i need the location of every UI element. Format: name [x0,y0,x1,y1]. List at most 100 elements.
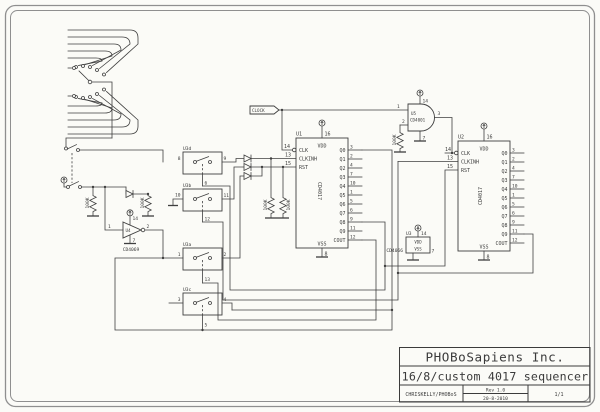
resistor-r3: 100K [263,158,277,219]
power-symbol [60,176,68,184]
pin-number: 10 [350,181,356,187]
pin-number: 7 [423,136,426,142]
pin-label: RST [461,168,470,174]
pin-number: 15 [285,161,291,167]
net-label-clock: CLOCK [252,108,265,113]
pin-number: 14 [133,216,139,222]
switch-u3d: U3d 8 9 6 [178,146,227,187]
resistor-r5: 100K [392,124,406,153]
pin-number: 3 [438,111,441,117]
switch-ref: U3d [183,146,192,152]
company-name: PHOBoSapiens Inc. [425,350,564,365]
pin-number: 10 [512,184,518,190]
ic-ref: U4 [126,228,132,233]
pin-label: VDD [317,144,326,150]
pin-label: COUT [495,241,507,247]
pin-label: CLKINH [461,160,479,166]
pin-label: Q5 [501,196,507,202]
pin-number: 8 [325,252,328,258]
pin-number: 11 [512,229,518,235]
clk-bubble [292,147,297,153]
pin-number: 13 [205,277,211,283]
pin-number: 12 [350,235,356,241]
pin-number: 16 [487,135,493,141]
pin-label: VSS [479,245,488,251]
pin-number: 5 [350,199,353,205]
pin-number: 2 [350,154,353,160]
pin-number: 14 [421,231,427,237]
pin-number: 9 [224,156,227,162]
pin-number: 3 [178,297,181,303]
pin-number: 4 [350,163,353,169]
u2-ic: U2 16 VDD 14 CLK 13 CLKINH 15 RST CD4017… [444,122,525,261]
pin-label: VDD [414,240,422,245]
pin-number: 1 [350,190,353,196]
power-symbol [318,119,326,127]
pin-label: Q2 [339,166,345,172]
date: 20-8-2010 [483,396,508,402]
power-symbol [480,122,488,130]
pin-label: Q9 [501,232,507,238]
pin-label: Q8 [501,223,507,229]
switch-ref: U3a [183,242,192,248]
pin-number: 6 [350,208,353,214]
pin-label: Q2 [501,169,507,175]
ic-ref: U1 [296,132,302,138]
pin-label: Q9 [339,229,345,235]
pin-number: 5 [205,323,208,329]
rotary-switch [67,29,139,139]
mode-switch [60,137,164,189]
resistor-value: 100K [286,199,292,210]
pin-label: VSS [414,247,422,252]
pin-number: 11 [350,226,356,232]
pin-label: CLK [299,148,308,154]
pin-label: Q0 [501,151,507,157]
debounce-network: 100K 100K U4 CD4069 1 2 14 7 [85,186,393,331]
clock-net: CLOCK [249,105,409,151]
power-symbol [126,209,134,217]
pin-label: COUT [333,238,345,244]
pin-number: 7 [512,175,515,181]
ic-ref: U3 [406,231,412,237]
pin-number: 8 [178,156,181,162]
switch-u3b: U3b 10 11 12 [168,183,229,223]
pin-label: Q3 [501,178,507,184]
ic-part: CD4069 [123,247,140,253]
ic-part: CD4017 [478,187,484,205]
switch-ref: U3c [183,287,192,293]
u5-gate: U5 CD4001 1 2 3 14 7 100K [392,89,453,154]
pin-label: Q1 [501,160,507,166]
u1-ic: U1 16 VDD 14 CLK 13 CLKINH 15 RST CD4017… [284,119,363,258]
analog-switches: U3d 8 9 6 U3b 10 11 12 U3a 1 [162,146,229,332]
pin-number: 4 [512,166,515,172]
resistor-value: 100K [392,134,398,145]
pin-number: 2 [224,252,227,258]
pin-number: 13 [447,155,453,161]
pin-number: 14 [284,144,290,150]
pin-label: VDD [479,147,488,153]
pin-number: 9 [512,220,515,226]
pin-number: 14 [423,99,429,105]
power-symbol [414,224,422,232]
pin-number: 12 [512,238,518,244]
pin-number: 1 [397,104,400,110]
resistor-value: 100K [263,199,269,210]
pin-number: 2 [402,119,405,125]
pin-label: Q7 [339,211,345,217]
reset-diode-network: 100K 100K [221,154,297,259]
pin-number: 7 [432,249,435,255]
pin-number: 14 [445,147,451,153]
pin-label: VSS [317,242,326,248]
pin-label: Q5 [339,193,345,199]
pin-number: 8 [487,255,490,261]
pin-number: 9 [350,217,353,223]
revision: Rev 1.0 [486,388,506,394]
power-symbol [416,89,424,97]
pin-number: 16 [325,132,331,138]
pin-number: 11 [224,193,230,199]
page-number: 1/1 [554,392,563,398]
resistor-r4: 100K [277,166,292,219]
sheet-border [4,4,596,408]
